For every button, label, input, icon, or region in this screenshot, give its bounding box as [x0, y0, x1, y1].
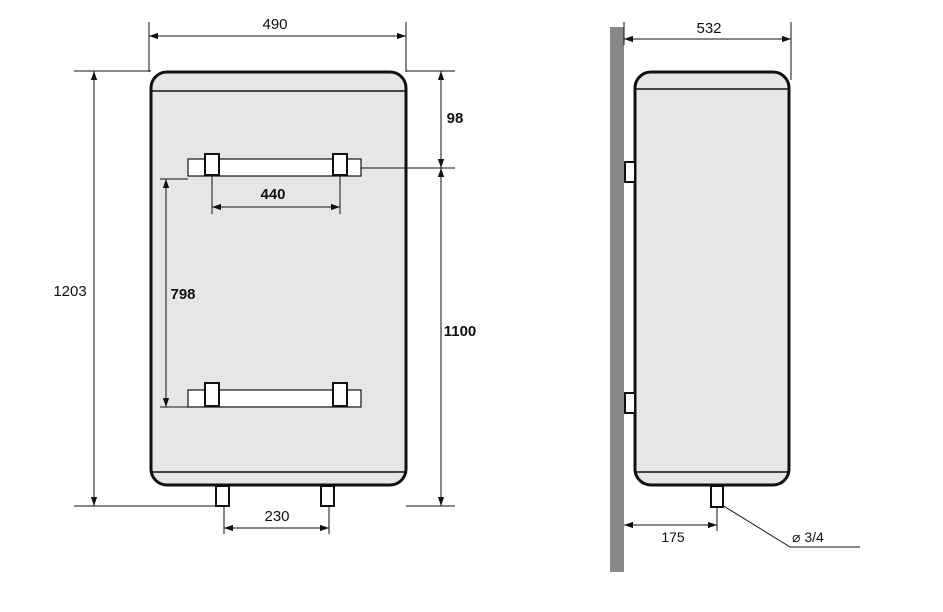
dim-bracket-spacing-440: 440 — [211, 175, 341, 214]
lower-bracket-hook-left — [204, 382, 220, 407]
dim-depth-532: 532 — [623, 20, 792, 80]
front-view: 490 1203 98 1100 440 — [53, 16, 476, 534]
side-view: 532 175 ⌀ 3/4 — [610, 20, 860, 572]
side-bracket-lower — [624, 392, 636, 414]
dim-label-pipe-diameter: ⌀ 3/4 — [792, 529, 824, 545]
dim-width-490: 490 — [148, 16, 407, 72]
dim-label-pipe-offset: 175 — [661, 529, 685, 545]
dim-label-depth: 532 — [696, 20, 721, 37]
dim-mount-height-1100: 1100 — [406, 168, 477, 507]
front-pipe-right — [320, 485, 335, 507]
dim-label-top-offset: 98 — [447, 110, 464, 127]
dim-bracket-vertical-798: 798 — [160, 178, 196, 408]
side-pipe — [710, 485, 724, 508]
dim-total-height-1203: 1203 — [53, 70, 216, 507]
dim-pipe-spacing-230: 230 — [223, 506, 330, 534]
lower-bracket-hook-right — [332, 382, 348, 407]
dim-label-mount-height: 1100 — [444, 323, 477, 340]
dim-label-bracket-spacing: 440 — [260, 186, 285, 203]
dim-label-bracket-vertical: 798 — [170, 286, 195, 303]
dim-pipe-offset-175: 175 — [624, 507, 718, 545]
dim-label-total-height: 1203 — [53, 283, 86, 300]
upper-bracket-hook-right — [332, 153, 348, 176]
lower-bracket-rail — [187, 389, 362, 408]
front-pipe-left — [215, 485, 230, 507]
dim-label-pipe-spacing: 230 — [264, 508, 289, 525]
wall — [610, 27, 624, 572]
upper-bracket-hook-left — [204, 153, 220, 176]
side-tank-outline — [633, 70, 791, 487]
pipe-diameter-callout: ⌀ 3/4 — [721, 504, 860, 548]
side-bracket-upper — [624, 161, 636, 183]
front-tank-outline — [149, 70, 408, 487]
dim-label-width: 490 — [262, 16, 287, 33]
